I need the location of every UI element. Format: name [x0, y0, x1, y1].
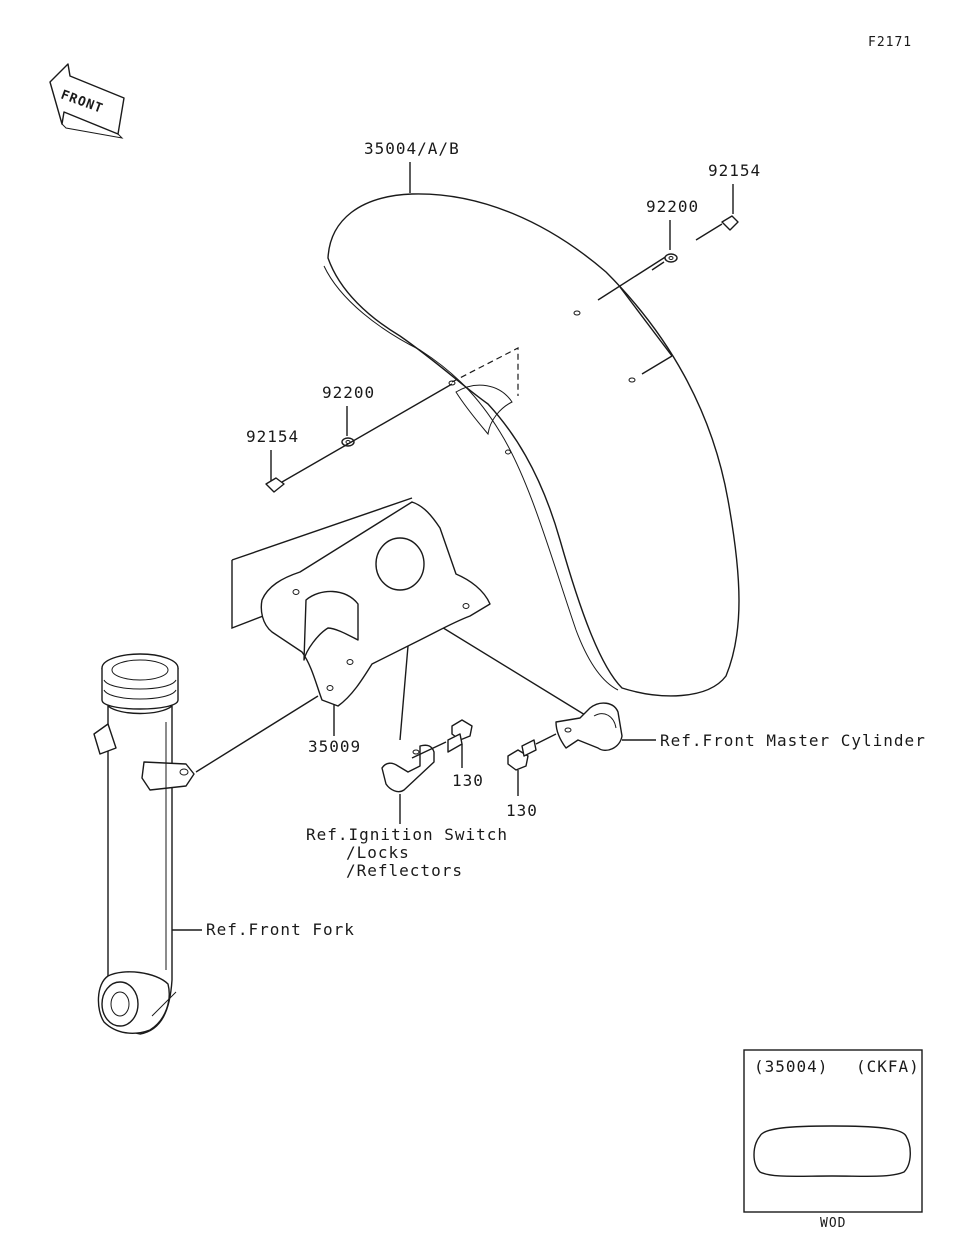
label-washer-left: 92200	[322, 383, 375, 402]
front-fender	[323, 193, 740, 697]
front-arrow-icon: FRONT	[49, 63, 125, 139]
bolt-right-icon	[695, 215, 739, 241]
color-box-color-name: WOD	[820, 1216, 846, 1231]
right-mount-lines	[597, 253, 673, 375]
label-washer-right: 92200	[646, 197, 699, 216]
label-bolt-center: 130	[452, 771, 484, 790]
label-ref-reflectors: /Reflectors	[346, 861, 463, 880]
bolt-center-icon	[411, 719, 473, 759]
diagram-code: F2171	[868, 35, 912, 50]
leader-bracket-fork	[195, 695, 319, 773]
dashed-outline	[451, 347, 519, 396]
label-bolt-lower: 130	[506, 801, 538, 820]
bracket-plate	[231, 497, 591, 719]
master-cylinder-clamp	[555, 702, 623, 752]
left-mount-line	[281, 383, 453, 483]
label-fender: 35004/A/B	[364, 139, 460, 158]
label-bracket: 35009	[308, 737, 361, 756]
color-reference-box: (35004) (CKFA) WOD	[743, 1049, 923, 1231]
ignition-bracket	[381, 744, 435, 793]
label-bolt-left: 92154	[246, 427, 299, 446]
label-ref-front-fork: Ref.Front Fork	[206, 920, 355, 939]
color-box-part-no: (35004)	[754, 1057, 828, 1076]
label-ref-ignition-switch: Ref.Ignition Switch	[306, 825, 508, 844]
label-ref-locks: /Locks	[346, 843, 410, 862]
front-fork	[93, 653, 195, 1035]
fender-top-view-icon	[753, 1125, 911, 1178]
washer-right-icon	[651, 253, 678, 271]
bolt-left-icon	[265, 477, 285, 493]
label-ref-master-cylinder: Ref.Front Master Cylinder	[660, 731, 926, 750]
color-box-code: (CKFA)	[856, 1057, 920, 1076]
bolt-lower-icon	[507, 733, 557, 771]
label-bolt-right: 92154	[708, 161, 761, 180]
